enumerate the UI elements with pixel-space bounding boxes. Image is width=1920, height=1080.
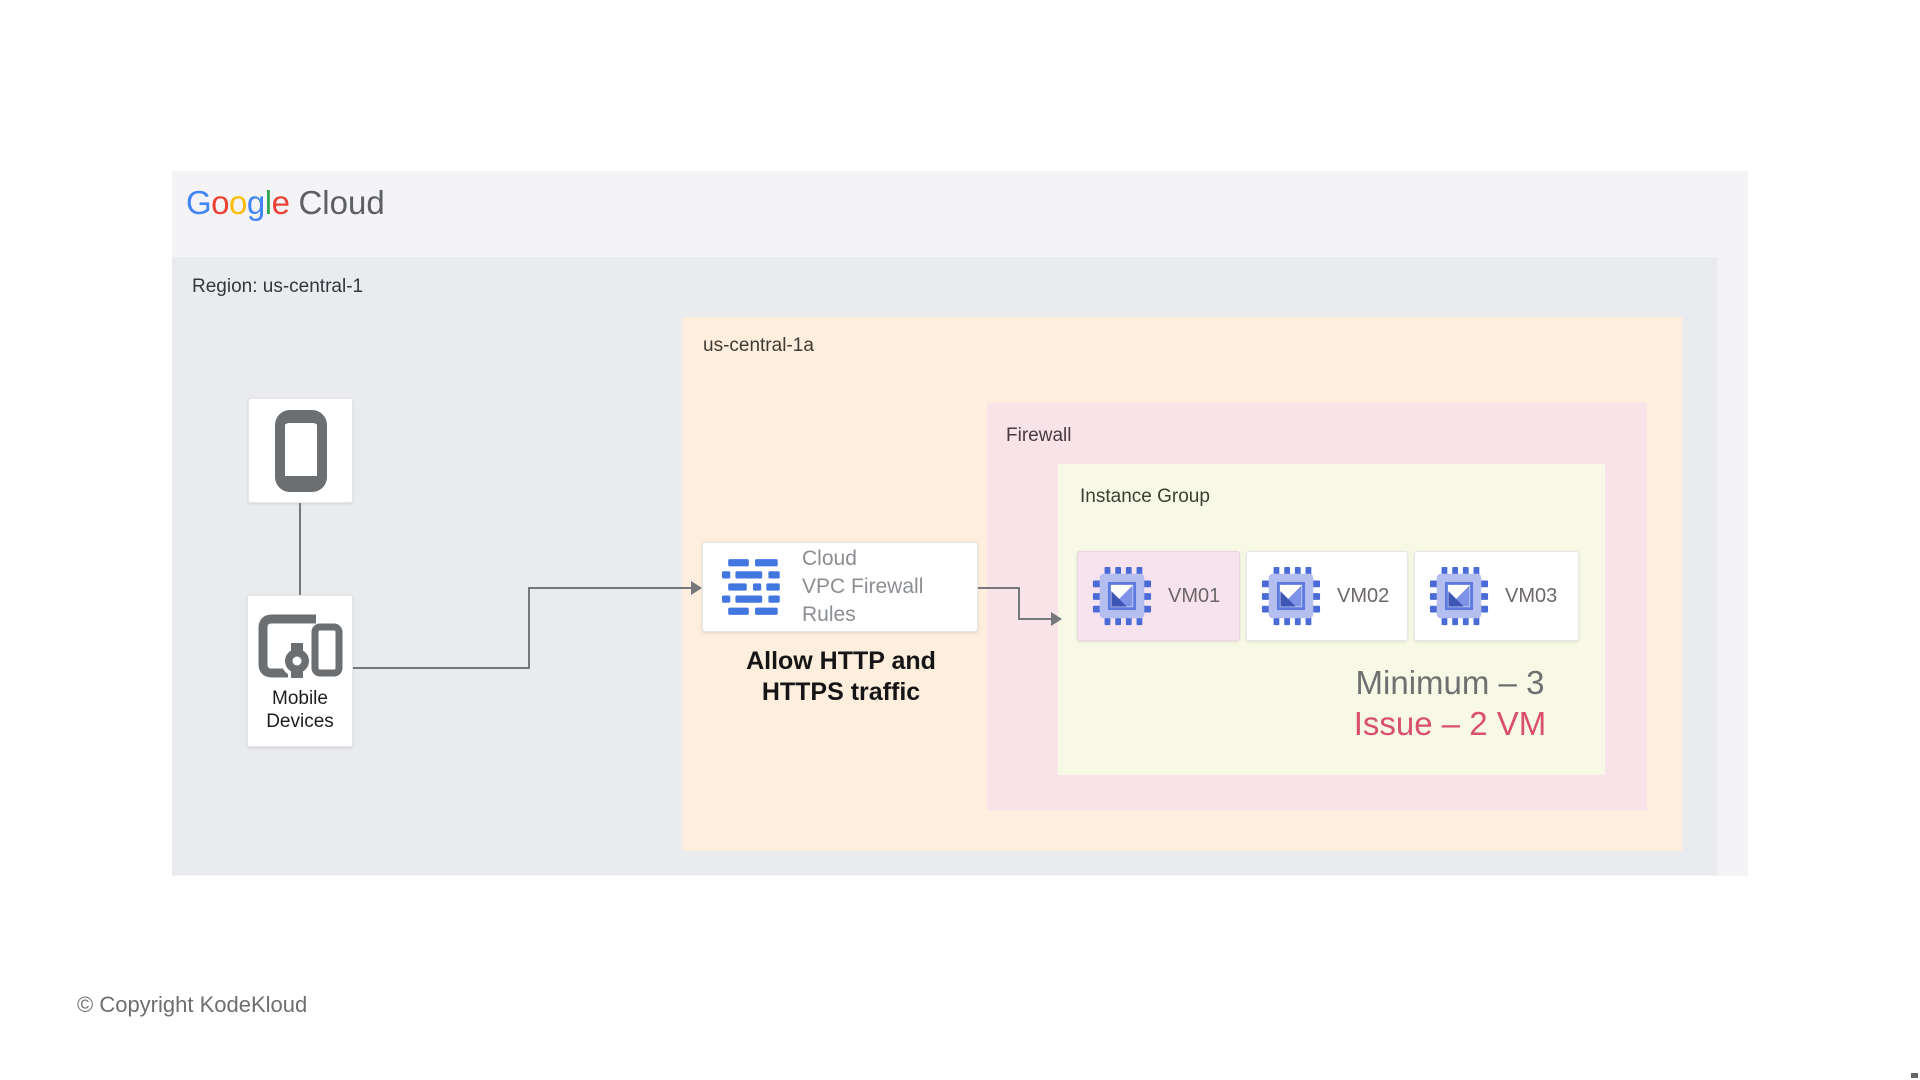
allow-traffic-caption: Allow HTTP and HTTPS traffic <box>700 646 982 708</box>
logo-letter: l <box>264 184 272 221</box>
connector-phone-to-mobile <box>299 503 301 595</box>
compute-chip-icon <box>1429 566 1489 626</box>
logo-letter: o <box>229 184 247 221</box>
arrowhead-into-instance-group <box>1051 612 1062 626</box>
compute-chip-icon <box>1092 566 1152 626</box>
compute-chip-icon <box>1261 566 1321 626</box>
caption-line1: Allow HTTP and <box>746 647 936 675</box>
vpc-node-title: Cloud <box>802 547 857 570</box>
instance-group-label: Instance Group <box>1080 486 1210 507</box>
connector-vpc-out <box>978 587 1020 589</box>
connector-to-vms <box>1018 618 1052 620</box>
firewall-label: Firewall <box>1006 425 1072 446</box>
zone-label: us-central-1a <box>703 335 814 356</box>
minimum-note: Minimum – 3 <box>1355 664 1545 701</box>
logo-letter: g <box>246 184 265 221</box>
mobile-devices-label-line2: Devices <box>266 711 334 732</box>
logo-letter: e <box>271 184 290 221</box>
smartphone-icon <box>274 409 327 492</box>
vm-label: VM03 <box>1505 584 1558 607</box>
connector-mobile-riser <box>528 587 530 669</box>
instance-group-notes: Minimum – 3 Issue – 2 VM <box>1310 662 1590 744</box>
logo-cloud-word: Cloud <box>298 184 385 221</box>
mobile-devices-icon <box>258 614 342 678</box>
connector-mobile-horizontal <box>353 667 530 669</box>
vpc-firewall-rules-node: Cloud VPC Firewall Rules <box>702 542 978 632</box>
vpc-node-subtitle: VPC Firewall Rules <box>802 575 924 626</box>
arrowhead-into-vpc <box>691 581 702 595</box>
smartphone-node <box>248 398 353 503</box>
vm-node-vm01: VM01 <box>1077 551 1240 641</box>
vm-node-vm03: VM03 <box>1414 551 1579 641</box>
mobile-devices-node: Mobile Devices <box>247 595 353 747</box>
vm-label: VM01 <box>1168 584 1221 607</box>
connector-to-vpc <box>528 587 692 589</box>
copyright-text: © Copyright KodeKloud <box>77 992 308 1017</box>
vm-node-vm02: VM02 <box>1246 551 1408 641</box>
caption-line2: HTTPS traffic <box>761 678 921 706</box>
corner-artifact <box>1911 1073 1918 1078</box>
vm-label: VM02 <box>1337 584 1390 607</box>
issue-note: Issue – 2 VM <box>1353 705 1547 742</box>
logo-letter: o <box>211 184 230 221</box>
region-label: Region: us-central-1 <box>192 276 364 297</box>
connector-vpc-drop <box>1018 587 1020 620</box>
logo-letter: G <box>186 184 212 221</box>
vpc-firewall-rules-icon <box>722 559 780 615</box>
mobile-devices-label-line1: Mobile <box>272 688 328 709</box>
